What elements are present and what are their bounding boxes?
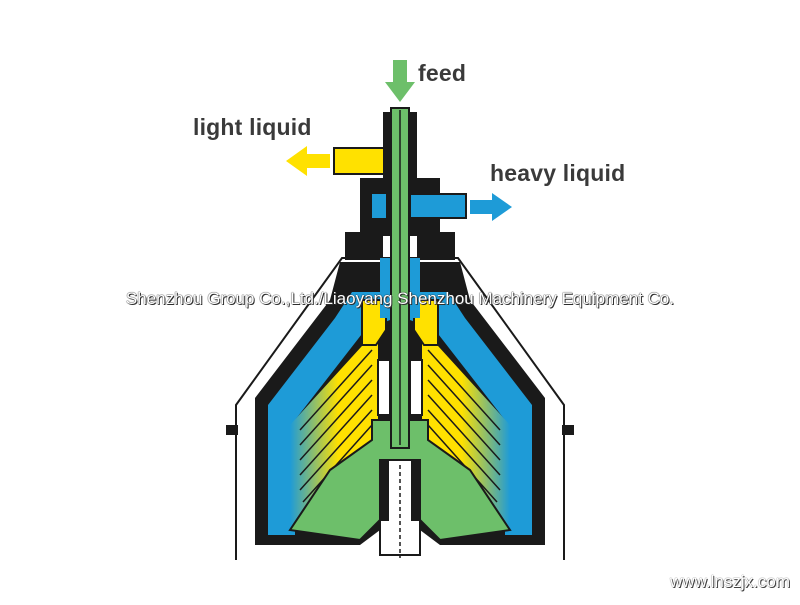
head-block-right bbox=[417, 232, 455, 260]
light-liquid-arrow-icon bbox=[286, 146, 330, 176]
heavy-liquid-arrow-icon bbox=[470, 193, 512, 221]
heavy-liquid-outlet bbox=[409, 193, 467, 219]
light-liquid-label: light liquid bbox=[193, 114, 312, 140]
website-watermark: www.lnszjx.com bbox=[670, 572, 790, 591]
heavy-liquid-inner-left bbox=[372, 194, 386, 218]
frame-flange-right bbox=[562, 425, 574, 435]
heavy-liquid-channel-left bbox=[380, 258, 390, 318]
inner-gap-left bbox=[377, 359, 391, 416]
light-liquid-outlet bbox=[333, 147, 391, 175]
heavy-liquid-label: heavy liquid bbox=[490, 160, 626, 186]
company-watermark: Shenzhou Group Co.,Ltd./Liaoyang Shenzho… bbox=[125, 289, 675, 308]
heavy-liquid-channel-right bbox=[410, 258, 420, 318]
feed-label: feed bbox=[418, 60, 467, 86]
distributor-base bbox=[288, 419, 512, 542]
frame-flange-left bbox=[226, 425, 238, 435]
feed-arrow-icon bbox=[385, 60, 415, 102]
head-block-left bbox=[345, 232, 383, 260]
inner-gap-right bbox=[409, 359, 423, 416]
